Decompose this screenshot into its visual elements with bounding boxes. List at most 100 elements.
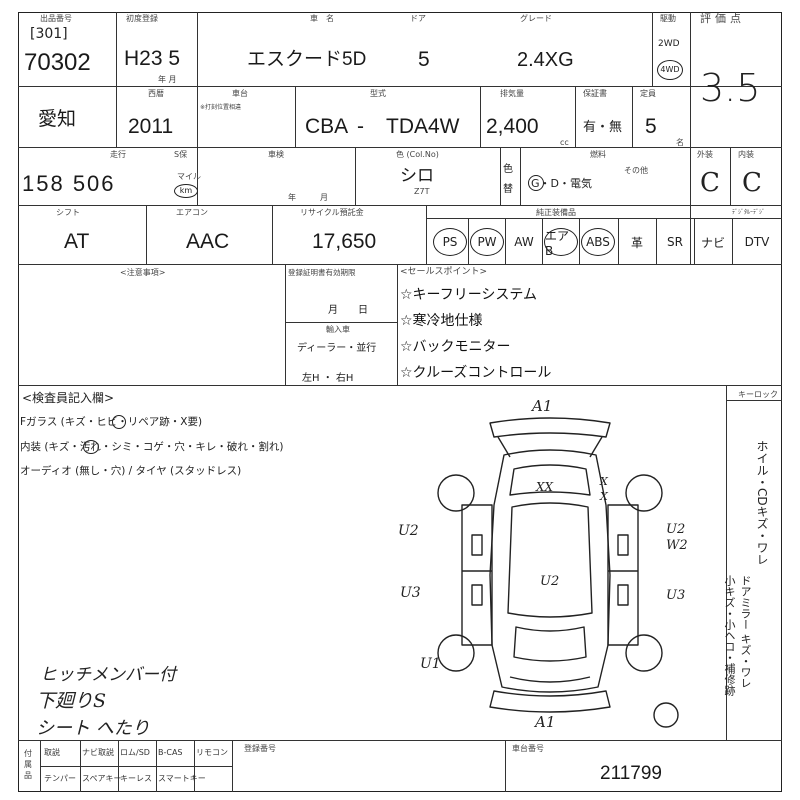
notes-label: <注意事項> (120, 268, 166, 277)
grade-value: 2.4XG (517, 49, 574, 71)
divider (690, 147, 691, 264)
rule-row3 (18, 205, 782, 206)
import-label: 輸入車 (326, 325, 350, 334)
mark-roof-right-2: X (600, 490, 608, 503)
equipment-label: 純正装備品 (536, 208, 576, 217)
color-label: 色 (Col.No) (396, 150, 439, 159)
color-value: シロ (400, 166, 434, 185)
displacement-value: 2,400 (486, 115, 539, 138)
rule-notes (18, 385, 782, 386)
capacity-unit: 名 (676, 138, 684, 147)
import-value: ディーラー・並行 (297, 343, 377, 354)
accessory-label: スペアキー (82, 774, 122, 783)
interior-line: 内装 (キズ・汚れ・シミ・コゲ・穴・キレ・破れ・割れ) (20, 441, 284, 453)
capacity-label: 定員 (640, 89, 656, 98)
mile-unit: マイル (177, 172, 201, 181)
equipment-item: 革 (630, 235, 643, 250)
mark-front: A1 (532, 397, 553, 415)
divider (730, 147, 731, 205)
meter-label: S保 (174, 150, 188, 159)
divider (500, 147, 501, 205)
side-wheel-note: ホイル・CDキズ・ワレ (755, 440, 769, 566)
equipment-item: AW (514, 235, 534, 249)
exterior-label: 外装 (697, 150, 713, 159)
score-label: 評価点 (700, 12, 745, 25)
digital-label: ﾃﾞｼﾞﾀﾙｰﾃﾞｼﾞ (732, 209, 766, 216)
shift-label: シフト (56, 208, 80, 217)
displacement-label: 排気量 (500, 89, 524, 98)
inspection-expiry-label: 車検 (268, 150, 284, 159)
equipment-item: ABS (581, 228, 615, 256)
divider (694, 218, 695, 264)
mark-roof: XX (536, 480, 554, 494)
divider (397, 264, 398, 385)
divider (618, 218, 619, 264)
accessory-label: スマートキー (158, 774, 206, 783)
inspection-expiry-unit: 年 月 (288, 193, 328, 202)
first-reg-label: 初度登録 (126, 14, 158, 23)
equipment-item: PS (433, 228, 467, 256)
divider (197, 12, 198, 86)
car-name-label: 車 名 (310, 14, 334, 23)
expiry-label: 登録証明書有効期限 (288, 268, 356, 277)
side-legend-note: 小キズ・小ヘコ・補修跡 (723, 575, 736, 696)
divider (505, 740, 506, 792)
divider (80, 740, 81, 792)
fuel-value: G・D・電気 (531, 177, 592, 190)
divider (146, 205, 147, 264)
drive-4wd-circle: 4WD (657, 60, 683, 80)
divider (505, 218, 506, 264)
divider (542, 218, 543, 264)
fuel-label: 燃料 (590, 150, 606, 159)
rule-footer (18, 740, 782, 741)
model-dash: - (357, 115, 364, 138)
accessory-label: B-CAS (158, 748, 183, 757)
door-value: 5 (418, 48, 430, 71)
color-code: Z7T (414, 187, 430, 196)
mark-right-rear: U3 (666, 588, 686, 603)
door-label: ドア (410, 14, 426, 23)
divider (197, 147, 198, 205)
front-bumper-shape (489, 417, 611, 438)
capacity-value: 5 (645, 115, 657, 138)
expiry-value: 月 日 (328, 305, 368, 316)
rule (726, 400, 782, 401)
audio-tire-line: オーディオ (無し・穴) / タイヤ (スタッドレス) (20, 465, 242, 477)
color-change-1: 色 (503, 164, 513, 175)
car-body-shape (489, 449, 611, 693)
drive-label: 駆動 (660, 14, 676, 23)
keylock-label: キーロック (738, 390, 778, 399)
accessory-label: ナビ取説 (82, 748, 114, 757)
car-diagram (437, 417, 679, 728)
color-change-2: 替 (503, 184, 513, 195)
first-reg-sub: 年 月 (158, 75, 177, 84)
reg-number-label: 登録番号 (244, 744, 276, 753)
mark-left-rear: U3 (400, 585, 421, 601)
accessory-label: キーレス (120, 774, 152, 783)
mark-roof-right: X (600, 475, 608, 488)
divider (480, 86, 481, 147)
divider (652, 12, 653, 86)
model-prefix: CBA (305, 115, 349, 138)
lot-label: 出品番号 (40, 14, 72, 23)
divider (194, 740, 195, 792)
chassis-note: ※打刻位置相違 (200, 104, 242, 111)
model-code: TDA4W (386, 115, 460, 138)
mileage-label: 走行 (110, 150, 126, 159)
windshield-circle (112, 415, 126, 429)
first-reg-value: H23 5 (124, 47, 181, 70)
equipment-item: SR (667, 235, 683, 249)
accessory-label: ロム/SD (120, 748, 150, 757)
divider (426, 205, 427, 264)
divider (272, 205, 273, 264)
windshield-line: Fガラス (キズ・ヒビ・リペア跡・X要) (20, 416, 203, 428)
mark-right-front-2: W2 (666, 538, 688, 553)
rule (285, 322, 397, 323)
fuel-other: その他 (624, 166, 648, 175)
chassis-label: 車台 (232, 89, 248, 98)
fuel-gas-circle (528, 175, 544, 191)
interior-grade: C (742, 168, 762, 198)
divider (156, 740, 157, 792)
mark-left-bottom: U1 (420, 656, 441, 672)
equipment-item: DTV (744, 235, 770, 249)
